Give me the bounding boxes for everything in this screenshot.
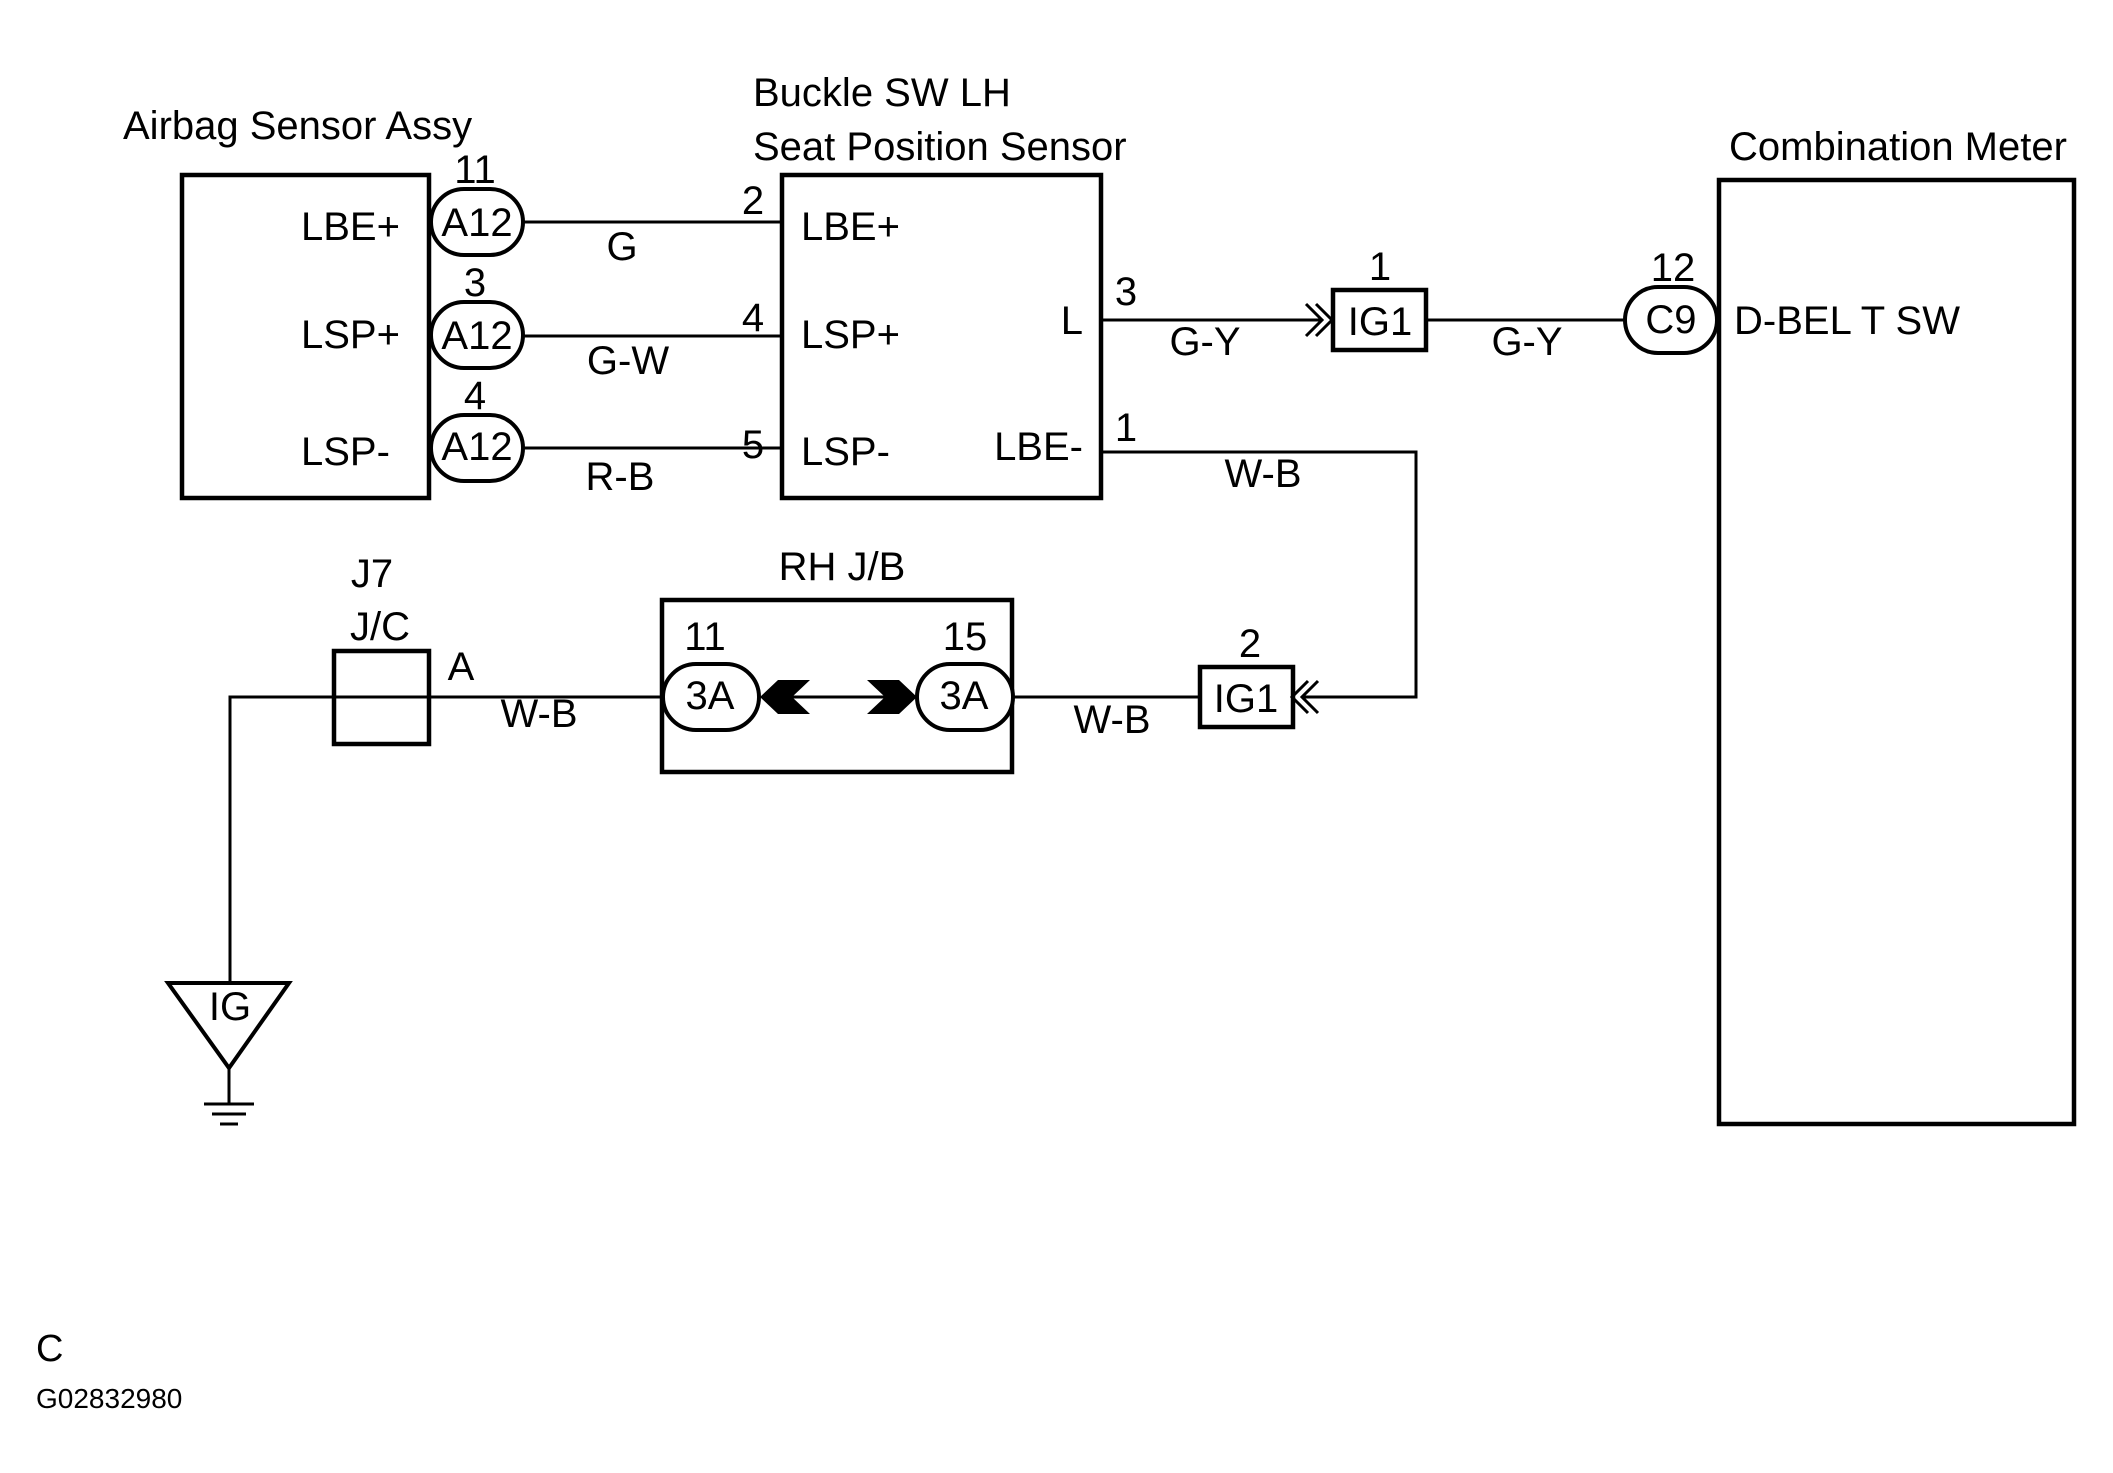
connector-3a-label: 3A — [686, 674, 735, 718]
ig1-pin-number: 1 — [1369, 245, 1391, 289]
buckle-title-line1: Buckle SW LH — [753, 71, 1011, 115]
ground-point: IG — [164, 981, 293, 1126]
jc-terminal: A — [448, 645, 475, 689]
rh-jb-title: RH J/B — [779, 545, 906, 589]
airbag-sensor-box — [179, 172, 432, 501]
junction-connector-j7: W-B J7 J/C A — [228, 552, 663, 983]
connector-3a-pin-number: 11 — [684, 615, 726, 659]
wire-color-label: G-Y — [1169, 320, 1240, 364]
connector-a12-pin-number: 3 — [464, 261, 486, 305]
combination-meter-box — [1716, 177, 2077, 1127]
wire-color-label: G-W — [587, 339, 669, 383]
connector-c9-pin-number: 12 — [1651, 246, 1696, 290]
buckle-pin-number: 2 — [742, 179, 764, 223]
in-line-connector-arrow — [1299, 679, 1320, 715]
connector-a12-label: A12 — [441, 314, 512, 358]
buckle-pin-label-lsp-plus: LSP+ — [801, 313, 900, 357]
connector-a12-label: A12 — [441, 425, 512, 469]
buckle-switch-seat-sensor: Buckle SW LH Seat Position Sensor LBE+ L… — [742, 71, 1137, 501]
signal-path-to-meter: G-Y IG1 1 G-Y C9 12 — [1101, 245, 1719, 364]
ground-return-path: W-B IG1 2 W-B — [1012, 450, 1418, 742]
buckle-title-line2: Seat Position Sensor — [753, 125, 1127, 169]
wire-color-label: W-B — [500, 692, 577, 736]
buckle-pin-number: 4 — [742, 296, 764, 340]
connector-a12-pin-number: 11 — [454, 148, 496, 192]
airbag-sensor-assy: Airbag Sensor Assy LBE+ LSP+ LSP- A12 11… — [123, 104, 525, 501]
ig1-label: IG1 — [1214, 677, 1278, 721]
combination-meter-title: Combination Meter — [1729, 125, 2067, 169]
in-line-connector-arrow — [1304, 302, 1325, 338]
jb-right-arrow — [867, 680, 917, 714]
airbag-pin-label-lsp-plus: LSP+ — [301, 313, 400, 357]
connector-c9-label: C9 — [1645, 298, 1696, 342]
buckle-pin-label-l: L — [1061, 299, 1083, 343]
combination-meter-pin-label: D-BEL T SW — [1734, 299, 1960, 343]
footer: C G02832980 — [36, 1328, 182, 1414]
ground-label: IG — [209, 985, 251, 1029]
figure-id: G02832980 — [36, 1383, 182, 1414]
buckle-pin-label-lbe-minus: LBE- — [994, 425, 1083, 469]
wire-color-label: W-B — [1073, 698, 1150, 742]
airbag-pin-label-lbe-plus: LBE+ — [301, 205, 400, 249]
wire-color-label: R-B — [586, 455, 655, 499]
ig1-label: IG1 — [1348, 300, 1412, 344]
connector-a12-label: A12 — [441, 201, 512, 245]
connector-3a-label: 3A — [940, 674, 989, 718]
ground-triangle — [164, 981, 293, 1072]
wire-lbe-minus — [1101, 450, 1418, 699]
buckle-pin-number: 5 — [742, 423, 764, 467]
wire-to-ground — [228, 695, 430, 983]
connector-a12-pin-number: 4 — [464, 374, 486, 418]
buckle-pin-label-lsp-minus: LSP- — [801, 430, 890, 474]
buckle-pin-label-lbe-plus: LBE+ — [801, 205, 900, 249]
buckle-pin-number: 3 — [1115, 270, 1137, 314]
buckle-pin-number: 1 — [1115, 406, 1137, 450]
jc-title: J/C — [350, 605, 410, 649]
wires-airbag-to-buckle: G G-W R-B — [523, 220, 782, 499]
ig1-pin-number: 2 — [1239, 622, 1261, 666]
wire-color-label: G — [606, 225, 637, 269]
combination-meter: Combination Meter D-BEL T SW — [1716, 125, 2077, 1127]
airbag-sensor-title: Airbag Sensor Assy — [123, 104, 472, 148]
airbag-pin-label-lsp-minus: LSP- — [301, 430, 390, 474]
figure-code: C — [36, 1328, 63, 1370]
wire-color-label: G-Y — [1491, 320, 1562, 364]
jc-code: J7 — [351, 552, 393, 596]
jb-left-arrow — [760, 680, 810, 714]
wire-color-label: W-B — [1224, 452, 1301, 496]
connector-3a-pin-number: 15 — [943, 615, 988, 659]
rh-junction-block: RH J/B 3A 11 3A 15 — [659, 545, 1015, 775]
